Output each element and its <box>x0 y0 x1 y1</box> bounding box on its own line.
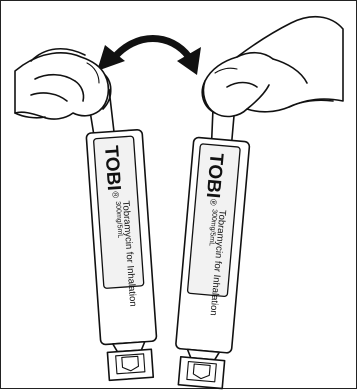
ampoule-left-brand: TOBI <box>100 145 124 191</box>
curved-double-arrow-icon <box>97 39 201 76</box>
ampoule-right: TOBI ® Tobramycin for Inhalation 300mg/5… <box>172 95 253 389</box>
right-hand-icon <box>202 17 343 117</box>
ampoule-right-brand: TOBI <box>202 152 227 199</box>
ampoule-right-registered: ® <box>208 199 219 207</box>
left-hand-icon <box>15 49 111 119</box>
ampoule-left-registered: ® <box>110 191 120 199</box>
ampoule-left: TOBI ® Tobramycin for Inhalation 300mg/5… <box>83 88 159 381</box>
